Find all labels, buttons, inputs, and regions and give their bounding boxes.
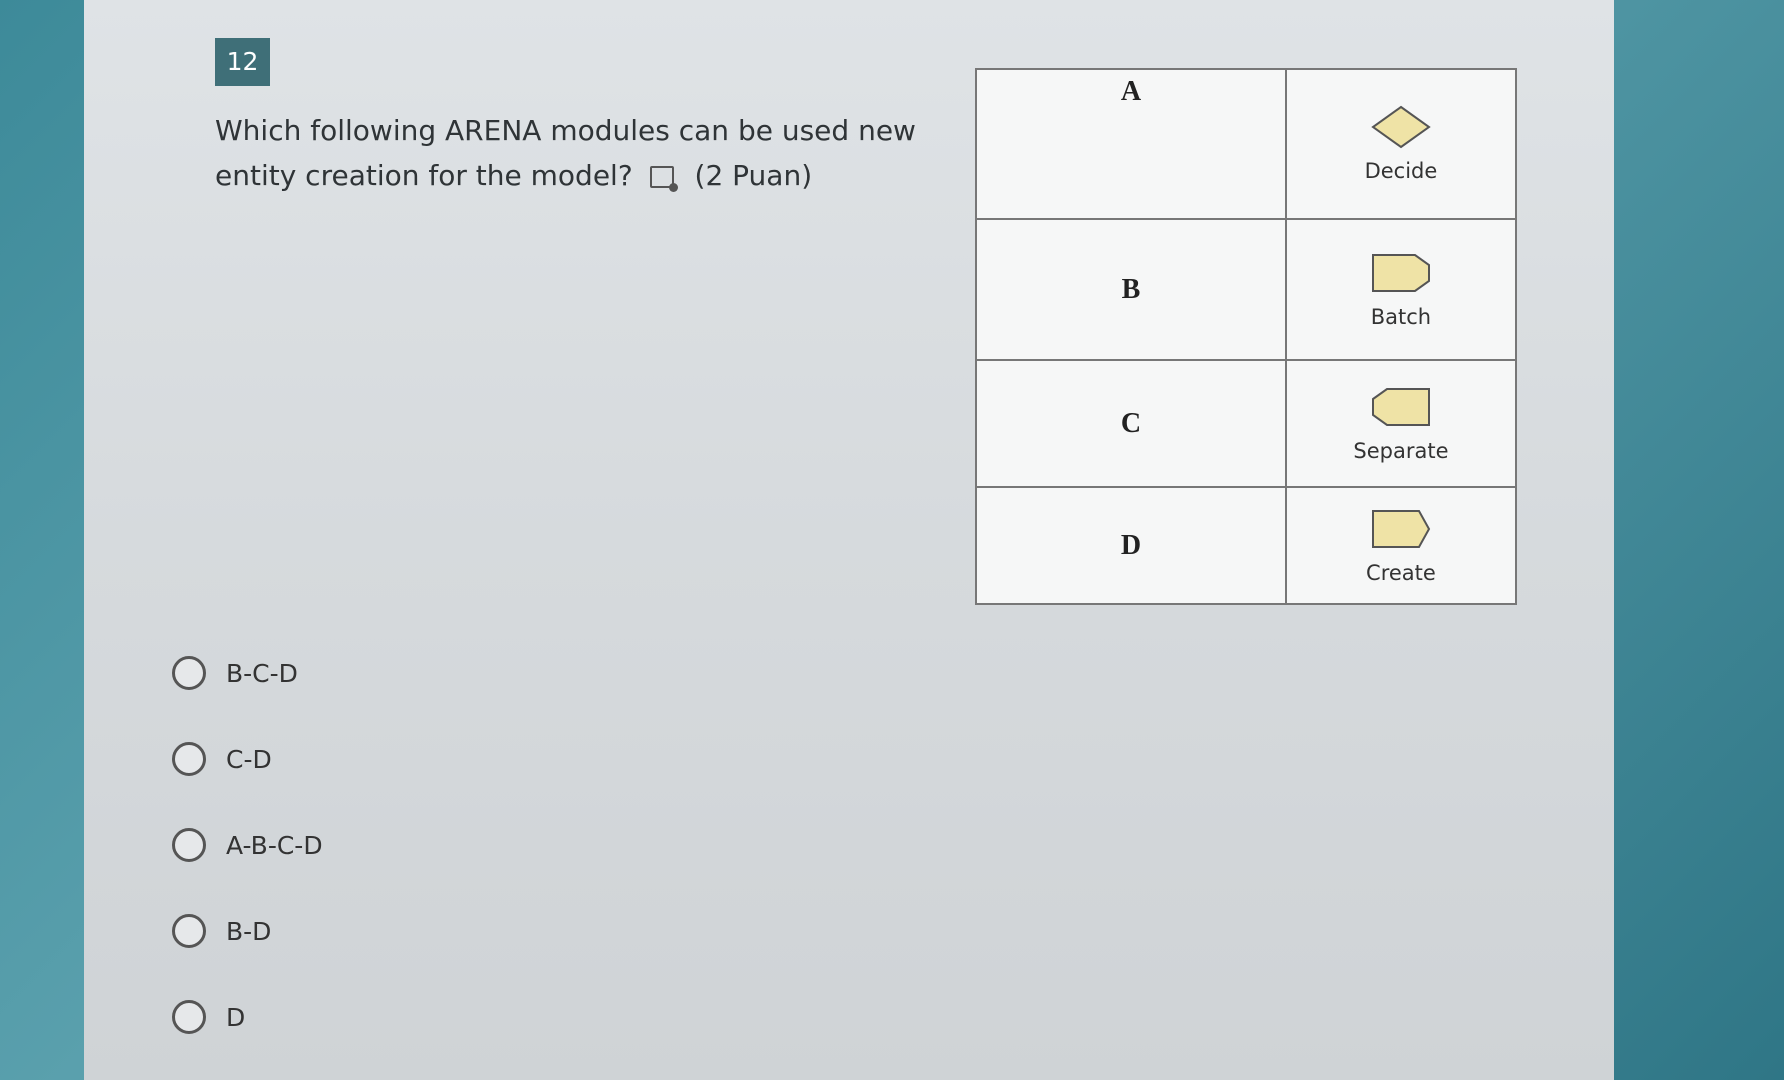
table-row: C Separate	[975, 359, 1518, 488]
table-row: B Batch	[975, 218, 1518, 361]
module-label: Create	[1366, 560, 1436, 585]
radio-button[interactable]	[172, 656, 206, 690]
option-label: A-B-C-D	[226, 830, 323, 860]
row-letter: C	[975, 359, 1287, 488]
option-b-c-d[interactable]: B-C-D	[172, 630, 323, 716]
row-letter: B	[975, 218, 1287, 361]
module-label: Decide	[1364, 159, 1438, 183]
batch-shape-icon	[1287, 251, 1515, 295]
separate-shape-icon	[1287, 385, 1515, 429]
module-table: A Decide B Batch C	[975, 68, 1518, 605]
option-d[interactable]: D	[172, 974, 323, 1060]
option-label: B-D	[226, 916, 272, 946]
radio-button[interactable]	[172, 742, 206, 776]
question-points: (2 Puan)	[694, 159, 813, 192]
radio-button[interactable]	[172, 1000, 206, 1034]
module-label: Batch	[1370, 304, 1432, 329]
option-label: D	[226, 1002, 246, 1032]
row-letter: A	[975, 68, 1287, 220]
module-label: Separate	[1353, 438, 1449, 463]
radio-button[interactable]	[172, 828, 206, 862]
decide-shape-icon	[1287, 105, 1515, 149]
question-text: Which following ARENA modules can be use…	[215, 114, 916, 192]
radio-button[interactable]	[172, 914, 206, 948]
table-row: D Create	[975, 486, 1518, 605]
question-text-block: Which following ARENA modules can be use…	[215, 108, 935, 198]
module-cell: Decide	[1284, 68, 1518, 220]
option-c-d[interactable]: C-D	[172, 716, 323, 802]
immersive-reader-icon[interactable]	[649, 166, 678, 192]
module-cell: Create	[1284, 486, 1518, 605]
module-cell: Batch	[1284, 218, 1518, 361]
option-a-b-c-d[interactable]: A-B-C-D	[172, 802, 323, 888]
option-b-d[interactable]: B-D	[172, 888, 323, 974]
row-letter: D	[975, 486, 1287, 605]
create-shape-icon	[1287, 507, 1515, 551]
option-label: B-C-D	[226, 658, 298, 688]
question-number: 12	[215, 38, 270, 86]
table-row: A Decide	[975, 68, 1518, 220]
answer-options: B-C-D C-D A-B-C-D B-D D	[172, 630, 323, 1060]
module-cell: Separate	[1284, 359, 1518, 488]
option-label: C-D	[226, 744, 272, 774]
